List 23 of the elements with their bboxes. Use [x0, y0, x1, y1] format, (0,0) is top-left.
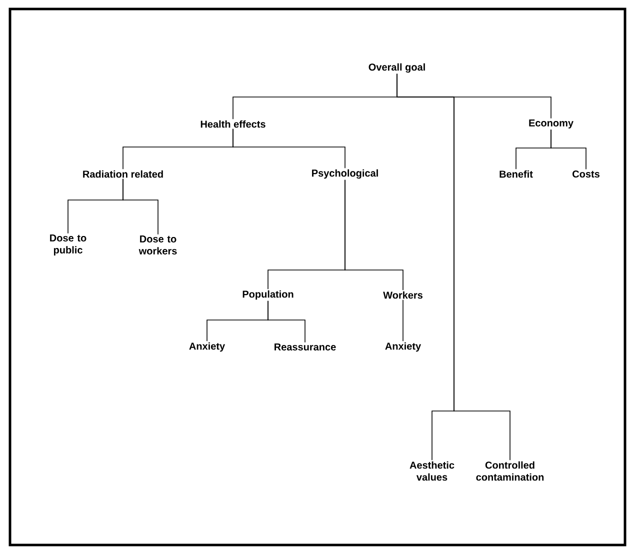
node-label: Reassurance: [274, 344, 336, 350]
node-label: Economy: [529, 120, 574, 128]
connector-line: [396, 73, 510, 461]
node-label: Workers: [383, 291, 423, 299]
node-label: Costs: [572, 170, 600, 178]
node-label: Controlled contamination: [476, 461, 544, 481]
node-label: Overall goal: [368, 63, 425, 73]
node-label: Anxiety: [385, 342, 421, 352]
node-label: Radiation related: [83, 170, 163, 178]
node-label: Anxiety: [189, 342, 225, 352]
node-label: Psychological: [312, 169, 378, 179]
connector-line: [402, 299, 404, 342]
connector-line: [122, 178, 158, 235]
connector-line: [550, 129, 586, 170]
node-label: Dose to workers: [138, 236, 177, 254]
node-label: Population: [242, 290, 294, 300]
node-label: Dose to public: [50, 234, 86, 256]
connector-line: [268, 300, 306, 343]
node-label: Health effects: [200, 120, 266, 128]
connector-line: [232, 128, 346, 169]
connector-line: [344, 179, 404, 291]
node-label: Benefit: [500, 170, 533, 178]
node-label: Aesthetic values: [410, 461, 454, 481]
